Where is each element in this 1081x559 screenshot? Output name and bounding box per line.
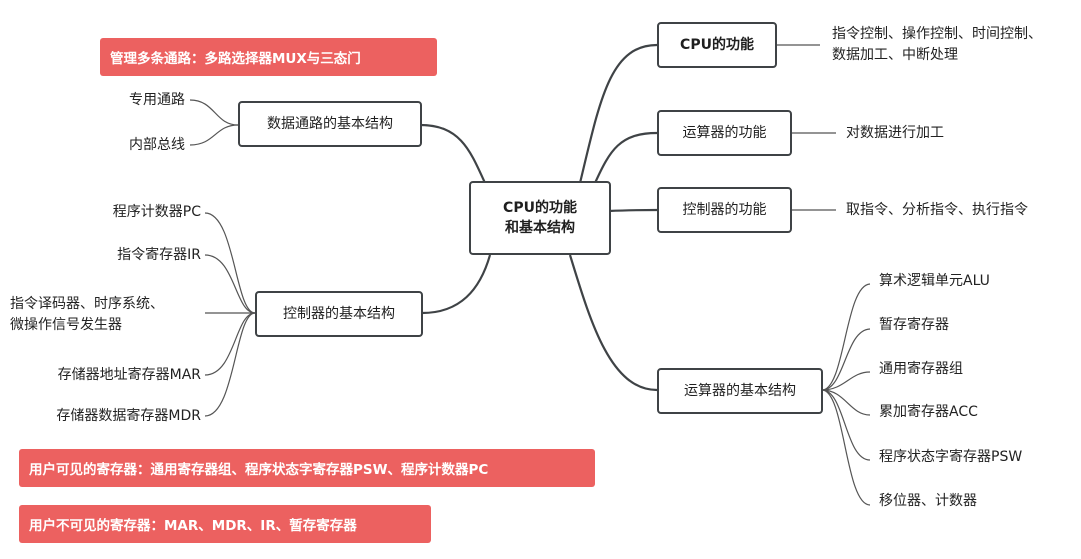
node-cpu-function[interactable]: CPU的功能 [657, 22, 777, 68]
leaf-alu-function: 对数据进行加工 [846, 125, 944, 141]
note-visible-registers-text: 用户可见的寄存器：通用寄存器组、程序状态字寄存器PSW、程序计数器PC [29, 462, 489, 478]
node-datapath-structure-label: 数据通路的基本结构 [267, 116, 393, 132]
node-controller-function[interactable]: 控制器的功能 [657, 187, 792, 233]
link-center-alu-struct [568, 254, 658, 392]
leaf-dedicated-path: 专用通路 [129, 92, 185, 108]
node-alu-structure[interactable]: 运算器的基本结构 [657, 368, 823, 414]
leaf-instruction-register: 指令寄存器IR [117, 247, 201, 263]
leaf-psw-register: 程序状态字寄存器PSW [879, 449, 1023, 465]
node-cpu-function-label: CPU的功能 [680, 37, 754, 53]
center-topic[interactable]: CPU的功能 和基本结构 [469, 181, 611, 255]
link-center-ctrl-func [608, 208, 658, 213]
note-invisible-registers: 用户不可见的寄存器：MAR、MDR、IR、暂存寄存器 [19, 505, 431, 543]
note-mux-text: 管理多条通路：多路选择器MUX与三态门 [110, 51, 361, 67]
node-controller-structure-label: 控制器的基本结构 [283, 306, 395, 322]
link-center-datapath [419, 123, 487, 184]
link-center-cpu-func [578, 43, 658, 184]
note-visible-registers: 用户可见的寄存器：通用寄存器组、程序状态字寄存器PSW、程序计数器PC [19, 449, 595, 487]
leaf-temp-register: 暂存寄存器 [879, 317, 949, 333]
node-controller-function-label: 控制器的功能 [682, 202, 767, 218]
link-center-alu-func [593, 131, 658, 184]
center-line1: CPU的功能 [503, 200, 577, 216]
node-alu-function-label: 运算器的功能 [682, 125, 767, 141]
node-controller-structure[interactable]: 控制器的基本结构 [255, 291, 423, 337]
note-mux: 管理多条通路：多路选择器MUX与三态门 [100, 38, 437, 76]
leaf-decoder-line2: 微操作信号发生器 [10, 317, 122, 333]
leaf-program-counter: 程序计数器PC [112, 204, 201, 220]
leaf-accumulator: 累加寄存器ACC [879, 404, 978, 420]
node-alu-function[interactable]: 运算器的功能 [657, 110, 792, 156]
leaf-cpu-function-line1: 指令控制、操作控制、时间控制、 [832, 26, 1042, 42]
center-line2: 和基本结构 [505, 220, 575, 236]
leaf-general-registers: 通用寄存器组 [879, 361, 963, 377]
leaf-mdr: 存储器数据寄存器MDR [56, 408, 201, 424]
leaf-cpu-function-line2: 数据加工、中断处理 [832, 47, 958, 63]
leaf-mar: 存储器地址寄存器MAR [57, 367, 201, 383]
link-center-ctrl-struct [421, 254, 492, 315]
leaf-decoder-line1: 指令译码器、时序系统、 [10, 296, 164, 312]
leaf-internal-bus: 内部总线 [129, 137, 185, 153]
note-invisible-registers-text: 用户不可见的寄存器：MAR、MDR、IR、暂存寄存器 [29, 518, 357, 534]
leaf-alu-unit: 算术逻辑单元ALU [879, 273, 990, 289]
leaf-controller-function: 取指令、分析指令、执行指令 [846, 202, 1028, 218]
leaf-shifter-counter: 移位器、计数器 [879, 493, 977, 509]
node-alu-structure-label: 运算器的基本结构 [684, 383, 796, 399]
node-datapath-structure[interactable]: 数据通路的基本结构 [238, 101, 422, 147]
